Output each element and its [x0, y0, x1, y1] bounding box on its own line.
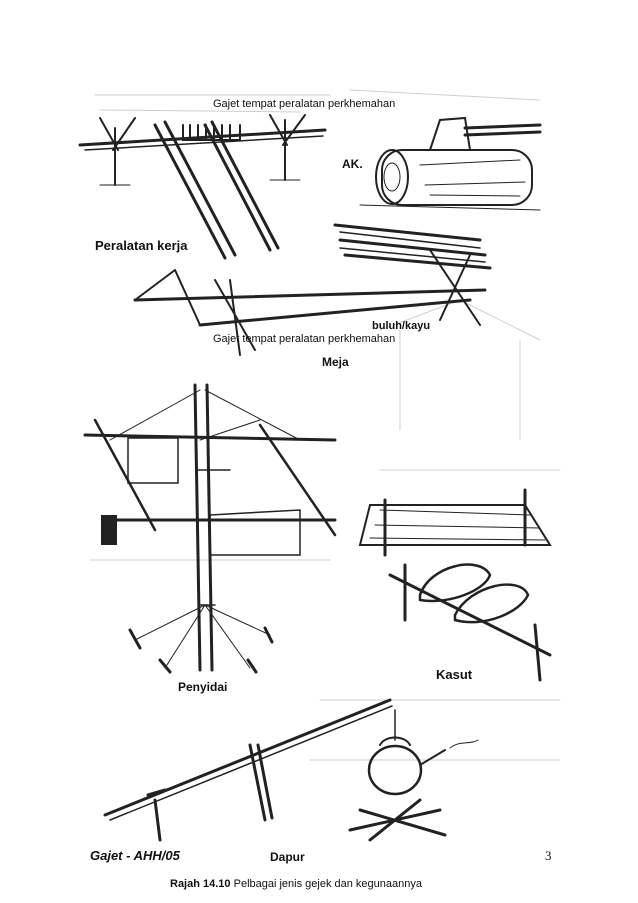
overlay-caption-bottom: Gajet tempat peralatan perkhemahan: [213, 333, 396, 345]
figure-caption: Rajah 14.10 Pelbagai jenis gejek dan keg…: [170, 878, 422, 890]
clothes-dryer-drawing: [83, 383, 337, 674]
footer-document-code: Gajet - AHH/05: [90, 848, 180, 863]
figure-caption-number: Rajah 14.10: [170, 878, 231, 890]
label-dapur: Dapur: [270, 850, 305, 864]
label-penyidai: Penyidai: [178, 680, 228, 694]
shoe-rack-drawing: [388, 563, 552, 682]
overlay-caption-top: Gajet tempat peralatan perkhemahan: [213, 98, 396, 110]
label-kasut: Kasut: [436, 667, 473, 682]
footer-page-number: 3: [545, 848, 552, 863]
label-meja: Meja: [322, 355, 349, 369]
table-drawing: [133, 223, 492, 356]
figure-caption-text: Pelbagai jenis gejek dan kegunaannya: [233, 878, 422, 890]
shelter-drawing: [358, 488, 552, 557]
label-ak-fragment: AK.: [342, 157, 363, 171]
label-peralatan-kerja: Peralatan kerja: [95, 238, 188, 253]
tool-rack-drawing: [78, 114, 327, 260]
label-buluh-kayu: buluh/kayu: [372, 320, 431, 332]
cooking-rig-drawing: [103, 698, 479, 842]
axe-log-drawing: [359, 116, 542, 211]
